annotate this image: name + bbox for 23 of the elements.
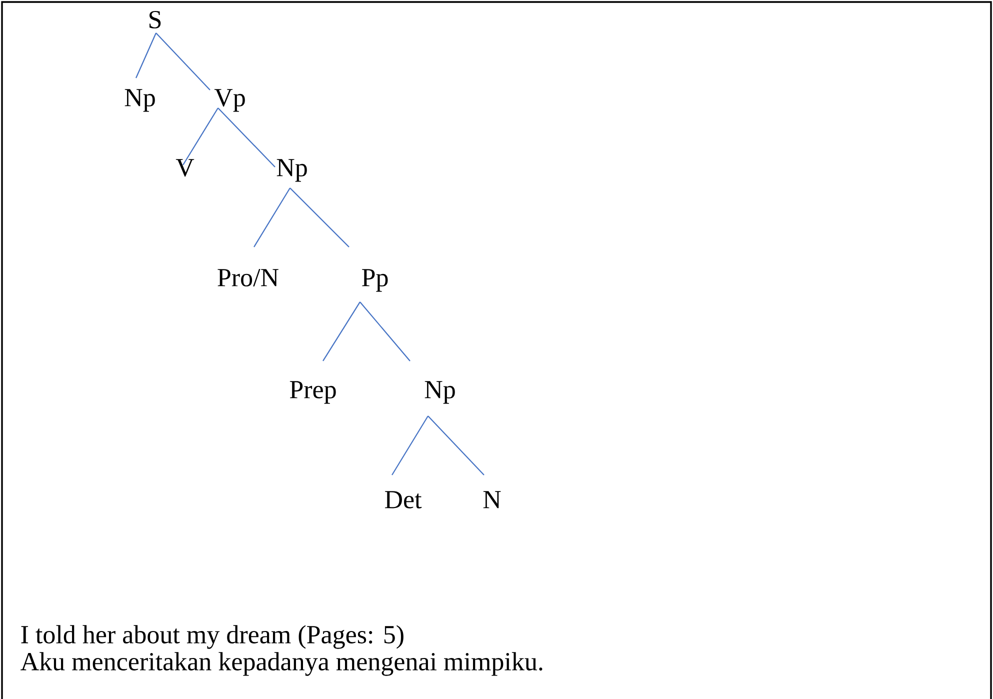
tree-branch <box>322 302 360 362</box>
tree-branch <box>182 108 218 166</box>
tree-label: Np <box>276 159 307 182</box>
sentence: Aku menceritakan kepadanya mengenai mimpiku. <box>20 652 542 676</box>
sentence: I told her about my dream (Pages: 5) <box>21 625 404 649</box>
tree-label: Det <box>384 491 422 508</box>
tree-branch <box>392 416 428 476</box>
tree-label: N <box>483 491 501 508</box>
tree-label: S <box>150 10 161 28</box>
tree-label: Prep <box>290 381 336 404</box>
tree-label: Pro/N <box>218 269 278 286</box>
tree-label: Np <box>424 381 455 404</box>
tree-label: Np <box>124 89 155 112</box>
tree-label: Pp <box>362 269 388 292</box>
tree-branch <box>290 188 350 248</box>
tree-branch <box>360 302 410 362</box>
tree-branch <box>428 416 484 476</box>
tree-label: Vp <box>214 89 245 112</box>
tree-label: V <box>176 159 194 177</box>
tree-branch <box>136 32 157 78</box>
tree-branch <box>254 188 290 248</box>
tree-branch <box>218 108 276 168</box>
tree-branch <box>156 32 210 90</box>
